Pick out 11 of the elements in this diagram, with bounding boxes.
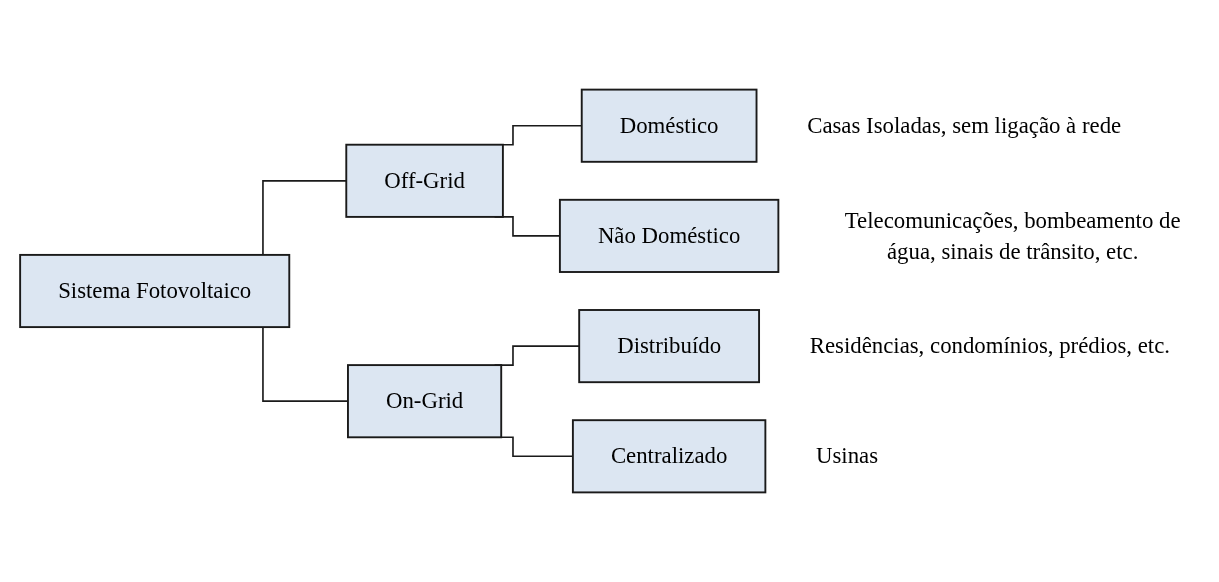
description-text: Casas Isoladas, sem ligação à rede (807, 111, 1122, 141)
node-box: Centralizado (571, 419, 767, 494)
node-box: Off-Grid (345, 143, 504, 218)
node-box: Doméstico (580, 88, 758, 163)
node-box: Sistema Fotovoltaico (19, 253, 291, 329)
description-text: Usinas (816, 442, 879, 471)
node-box: Não Doméstico (558, 198, 780, 273)
description-text: Telecomunicações, bombeamento de água, sinais de trânsito, etc. (843, 206, 1182, 266)
node-box: Distribuído (578, 309, 761, 384)
node-box: On-Grid (347, 364, 503, 439)
description-text: Residências, condomínios, prédios, etc. (809, 332, 1170, 361)
